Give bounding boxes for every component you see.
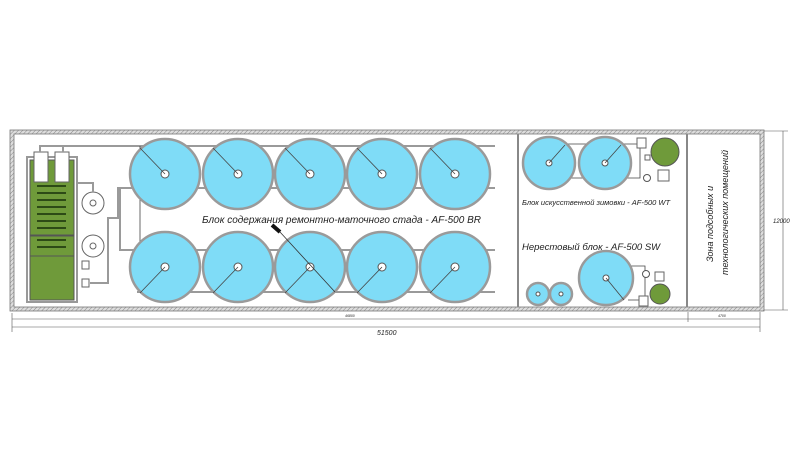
tank bbox=[128, 137, 202, 211]
wintering-block-label: Блок искусственной зимовки - AF-500 WT bbox=[522, 198, 671, 207]
tank bbox=[418, 230, 492, 304]
tank bbox=[345, 230, 419, 304]
dimension-lines bbox=[11, 130, 788, 332]
tank bbox=[418, 137, 492, 211]
tank bbox=[128, 230, 202, 304]
tank bbox=[345, 137, 419, 211]
aux-zone-label-line1: Зона подсобных и bbox=[705, 186, 715, 262]
tank bbox=[201, 137, 275, 211]
broodstock-tanks bbox=[128, 137, 492, 304]
dimension-width: 12000 bbox=[773, 219, 790, 225]
dimension-total-length: 51500 bbox=[377, 330, 397, 337]
spawning-block bbox=[525, 249, 671, 307]
aux-zone-label-line2: технологических помещений bbox=[720, 150, 730, 275]
pumps bbox=[81, 191, 105, 288]
broodstock-block-label: Блок содержания ремонтно-маточного стада… bbox=[202, 215, 481, 226]
spawning-block-label: Нерестовый блок - AF-500 SW bbox=[522, 242, 661, 253]
label-leader bbox=[270, 223, 282, 234]
dimension-aux-length: 4700 bbox=[718, 314, 726, 318]
tank bbox=[273, 230, 347, 304]
tank bbox=[273, 137, 347, 211]
dimension-main-length: 46800 bbox=[345, 314, 355, 318]
tank bbox=[201, 230, 275, 304]
wintering-block bbox=[521, 135, 680, 191]
biofilter-unit bbox=[26, 151, 78, 303]
